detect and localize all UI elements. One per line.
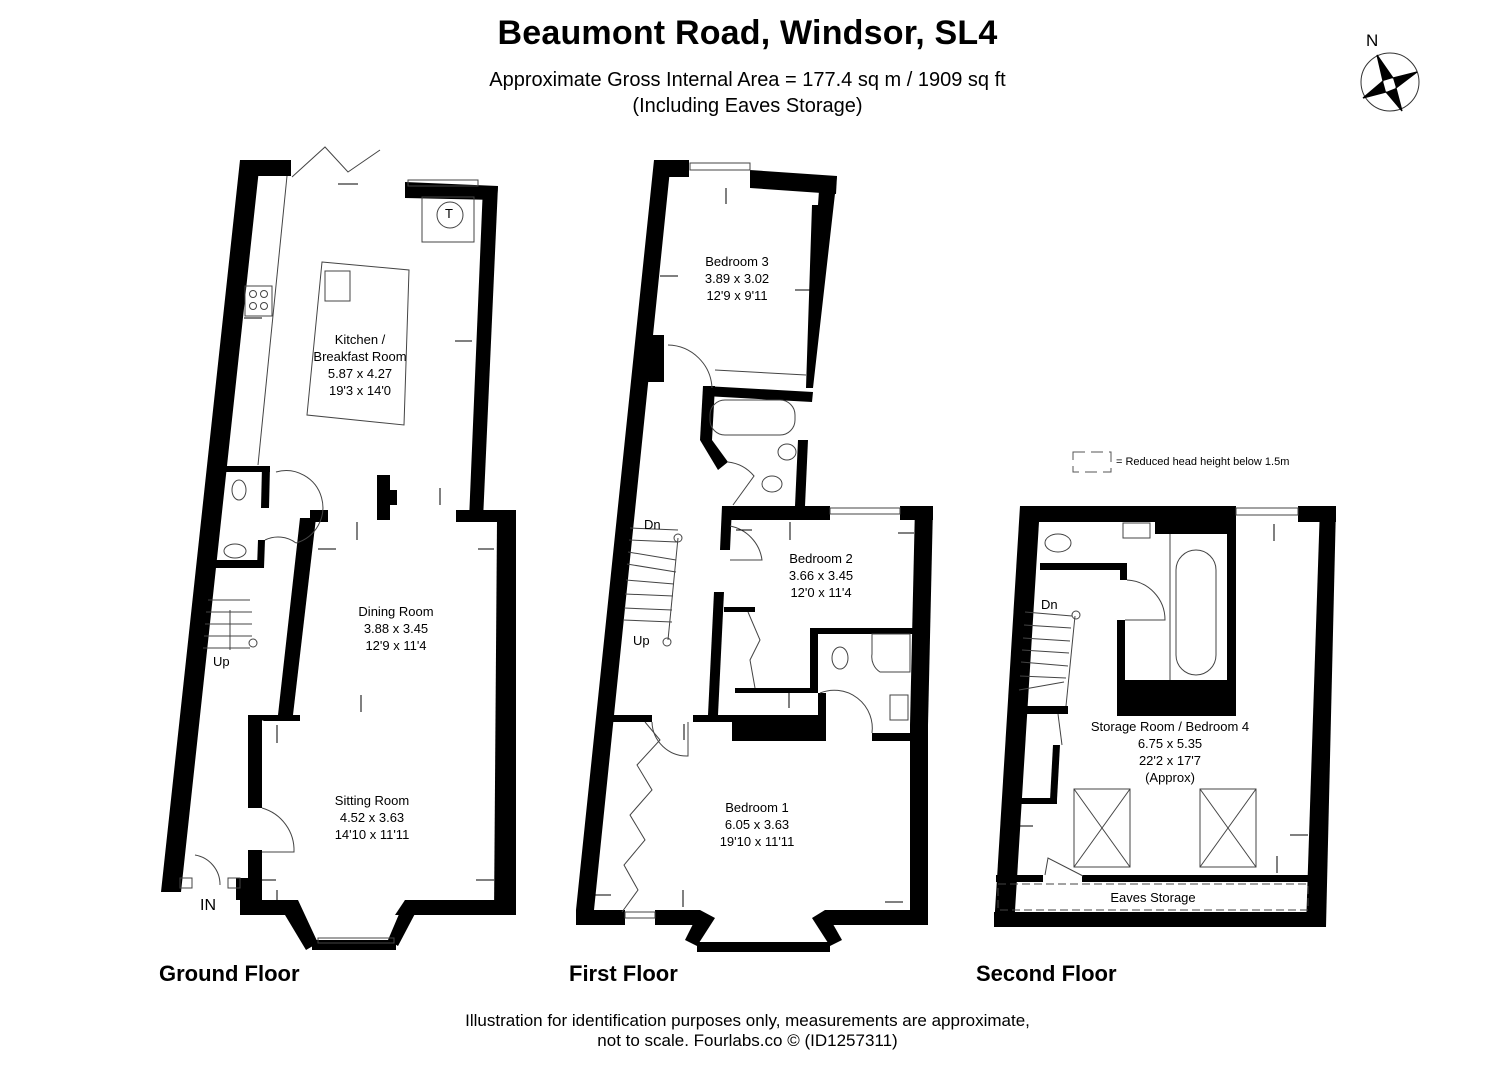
room-imperial: 22'2 x 17'7 (1138, 753, 1202, 768)
room-imperial: 12'9 x 9'11 (706, 288, 768, 303)
stairs-down-label: Dn (1041, 597, 1058, 612)
room-metric: 3.89 x 3.02 (704, 271, 770, 286)
disclaimer-line-1: Illustration for identification purposes… (465, 1011, 1030, 1030)
room-imperial: 12'9 x 11'4 (365, 638, 427, 653)
gross-area: Approximate Gross Internal Area = 177.4 … (489, 69, 1006, 91)
second-floor-fixtures (997, 507, 1309, 911)
north-compass-icon (1360, 52, 1420, 112)
entrance-label: IN (200, 897, 216, 914)
reduced-height-legend-icon (1072, 451, 1112, 473)
room-metric: 3.88 x 3.45 (363, 621, 429, 636)
room-imperial: 19'10 x 11'11 (719, 834, 795, 849)
second-floor-label: Second Floor (976, 961, 1117, 986)
room-imperial: 14'10 x 11'11 (334, 827, 410, 842)
room-kitchen-breakfast: Kitchen / Breakfast Room 5.87 x 4.27 19'… (313, 331, 406, 399)
room-metric: 3.66 x 3.45 (788, 568, 854, 583)
stairs-up-label: Up (633, 633, 650, 648)
boiler-label: T (445, 206, 453, 221)
room-note: (Approx) (1145, 770, 1195, 785)
room-imperial: 19'3 x 14'0 (328, 383, 392, 398)
room-name-line2: Breakfast Room (313, 349, 407, 364)
room-name: Sitting Room (334, 793, 410, 808)
room-metric: 4.52 x 3.63 (339, 810, 405, 825)
room-sitting: Sitting Room 4.52 x 3.63 14'10 x 11'11 (335, 792, 410, 843)
area-note: (Including Eaves Storage) (632, 95, 863, 117)
disclaimer-line-2: not to scale. Fourlabs.co © (ID1257311) (597, 1031, 898, 1050)
first-floor-plan (576, 160, 933, 952)
ground-floor-plan (161, 160, 516, 950)
room-dining: Dining Room 3.88 x 3.45 12'9 x 11'4 (358, 603, 433, 654)
second-floor-plan (994, 506, 1336, 927)
ground-floor-fixtures (179, 146, 479, 944)
room-name: Storage Room / Bedroom 4 (1090, 719, 1250, 734)
room-metric: 6.05 x 3.63 (724, 817, 790, 832)
room-name: Bedroom 3 (705, 254, 769, 269)
room-name: Eaves Storage (1110, 890, 1196, 905)
compass-north-label: N (1366, 31, 1379, 50)
ground-floor-label: Ground Floor (159, 961, 300, 986)
room-metric: 5.87 x 4.27 (327, 366, 393, 381)
first-floor-label: First Floor (569, 961, 678, 986)
room-imperial: 12'0 x 11'4 (790, 585, 852, 600)
room-name: Kitchen / (334, 332, 386, 347)
room-bedroom-1: Bedroom 1 6.05 x 3.63 19'10 x 11'11 (720, 799, 795, 850)
first-floor-fixtures (621, 162, 911, 919)
room-name: Bedroom 2 (789, 551, 853, 566)
room-bedroom-3: Bedroom 3 3.89 x 3.02 12'9 x 9'11 (705, 253, 769, 304)
stairs-up-label: Up (213, 654, 230, 669)
dimension-arrows (244, 183, 1308, 907)
plan-title: Beaumont Road, Windsor, SL4 (497, 14, 998, 52)
stairs-down-label: Dn (644, 517, 661, 532)
legend-label: = Reduced head height below 1.5m (1116, 456, 1290, 468)
room-eaves-storage: Eaves Storage (1110, 889, 1195, 906)
room-name: Dining Room (358, 604, 434, 619)
room-metric: 6.75 x 5.35 (1137, 736, 1203, 751)
room-name: Bedroom 1 (725, 800, 789, 815)
room-bedroom-2: Bedroom 2 3.66 x 3.45 12'0 x 11'4 (789, 550, 853, 601)
room-storage-bedroom-4: Storage Room / Bedroom 4 6.75 x 5.35 22'… (1091, 718, 1249, 786)
